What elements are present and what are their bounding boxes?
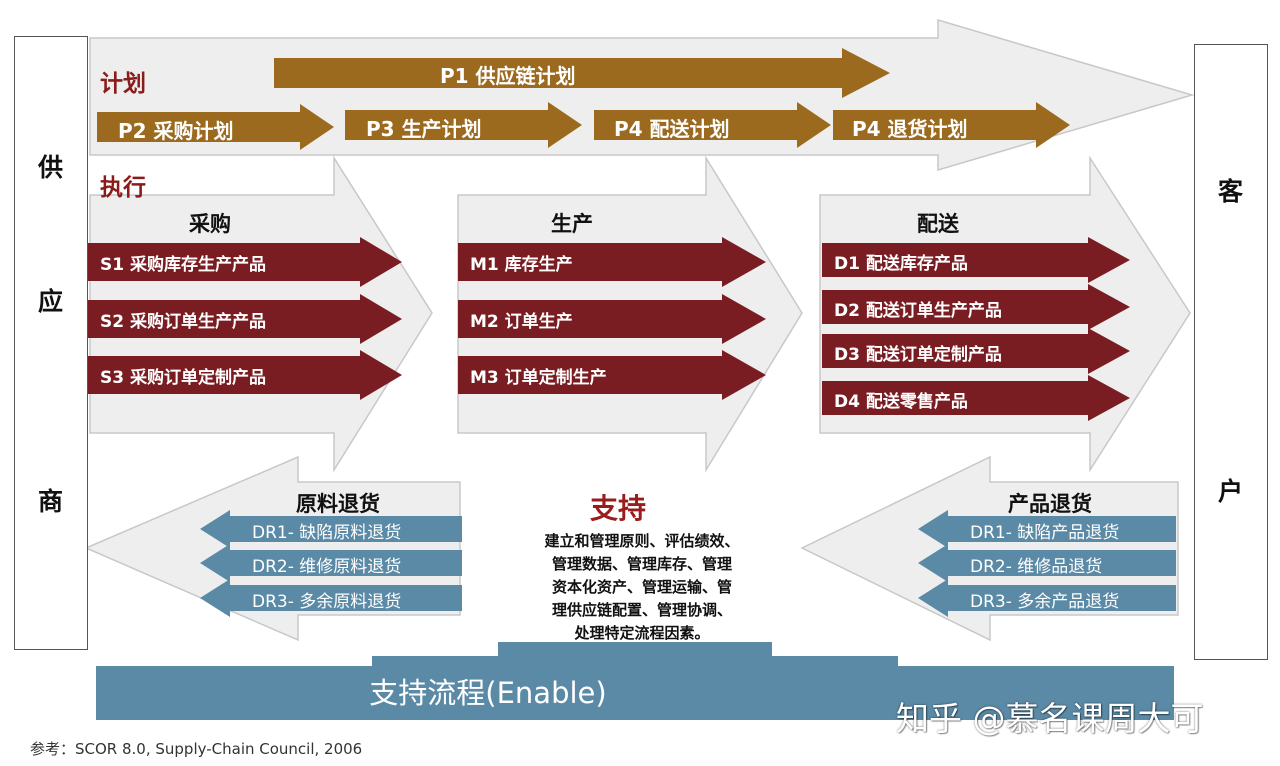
d1-label: D1 配送库存产品	[834, 254, 968, 274]
dr1-material-arrow-shape	[200, 510, 462, 548]
s1-arrow-shape	[88, 237, 402, 287]
dr3-product-label: DR3- 多余产品退货	[970, 592, 1120, 612]
source-group-title: 采购	[189, 212, 231, 236]
dr1-product-arrow-shape	[918, 510, 1176, 548]
s2-arrow-shape	[88, 294, 402, 344]
support-line-1: 建立和管理原则、评估绩效、	[544, 532, 740, 550]
dr2-product-arrow-shape	[918, 544, 1176, 582]
customer-char-1: 客	[1218, 177, 1244, 206]
product-return-big-arrow	[800, 455, 1179, 642]
deliver-group-title: 配送	[917, 212, 959, 236]
product-return-title: 产品退货	[1008, 492, 1092, 516]
m3-label: M3 订单定制生产	[470, 368, 607, 388]
support-title: 支持	[590, 492, 647, 525]
d1-arrow-shape	[822, 237, 1130, 283]
s1-label: S1 采购库存生产产品	[100, 255, 266, 275]
dr1-product-label: DR1- 缺陷产品退货	[970, 523, 1120, 543]
material-return-big-arrow	[84, 455, 461, 642]
m2-arrow-shape	[458, 294, 766, 344]
supplier-box	[14, 36, 88, 650]
customer-box	[1194, 44, 1268, 660]
enable-bar	[96, 666, 1174, 720]
m3-arrow-shape	[458, 350, 766, 400]
support-line-3: 资本化资产、管理运输、管	[551, 578, 732, 596]
plan-section-title: 计划	[100, 71, 146, 97]
s3-label: S3 采购订单定制产品	[100, 368, 266, 388]
d2-arrow-shape	[822, 284, 1130, 330]
p1-label: P1 供应链计划	[440, 64, 576, 88]
dr1-material-label: DR1- 缺陷原料退货	[252, 523, 402, 543]
m1-label: M1 库存生产	[470, 255, 573, 275]
dr3-material-label: DR3- 多余原料退货	[252, 592, 402, 612]
p1-arrow-shape	[274, 48, 890, 98]
support-line-5: 处理特定流程因素。	[574, 624, 710, 642]
s2-label: S2 采购订单生产产品	[100, 312, 266, 332]
customer-char-2: 户	[1218, 477, 1244, 506]
dr3-material-arrow-shape	[200, 579, 462, 617]
p2-label: P2 采购计划	[118, 119, 234, 143]
p2-arrow-shape	[97, 104, 334, 150]
make-group-title: 生产	[551, 212, 593, 236]
s3-arrow-shape	[88, 350, 402, 400]
p4-label: P4 配送计划	[614, 117, 730, 141]
dr2-product-label: DR2- 维修品退货	[970, 557, 1103, 577]
d4-arrow-shape	[822, 375, 1130, 421]
support-line-2: 管理数据、管理库存、管理	[551, 555, 732, 573]
execute-section-title: 执行	[100, 175, 146, 201]
plan-big-arrow	[89, 18, 1195, 172]
material-return-title: 原料退货	[296, 492, 380, 516]
support-line-4: 理供应链配置、管理协调、	[551, 601, 732, 619]
d2-label: D2 配送订单生产产品	[834, 301, 1002, 321]
p4-arrow-shape	[594, 102, 831, 148]
d4-label: D4 配送零售产品	[834, 392, 968, 412]
supplier-char-2: 应	[38, 287, 64, 316]
p5-arrow-shape	[833, 102, 1070, 148]
enable-arrow-head	[372, 642, 898, 668]
enable-label: 支持流程(Enable)	[369, 676, 607, 710]
d3-label: D3 配送订单定制产品	[834, 345, 1002, 365]
p5-label: P4 退货计划	[852, 117, 968, 141]
dr2-material-label: DR2- 维修原料退货	[252, 557, 402, 577]
reference-note: 参考：SCOR 8.0, Supply-Chain Council, 2006	[30, 740, 363, 758]
watermark: 知乎 @慕名课周大可	[896, 699, 1204, 738]
support-description: 建立和管理原则、评估绩效、 管理数据、管理库存、管理 资本化资产、管理运输、管 …	[492, 530, 792, 645]
d3-arrow-shape	[822, 328, 1130, 374]
dr3-product-arrow-shape	[918, 579, 1176, 617]
m2-label: M2 订单生产	[470, 312, 573, 332]
p3-arrow-shape	[345, 102, 582, 148]
dr2-material-arrow-shape	[200, 544, 462, 582]
supplier-char-3: 商	[38, 487, 64, 516]
p3-label: P3 生产计划	[366, 117, 482, 141]
m1-arrow-shape	[458, 237, 766, 287]
supplier-char-1: 供	[38, 153, 64, 182]
